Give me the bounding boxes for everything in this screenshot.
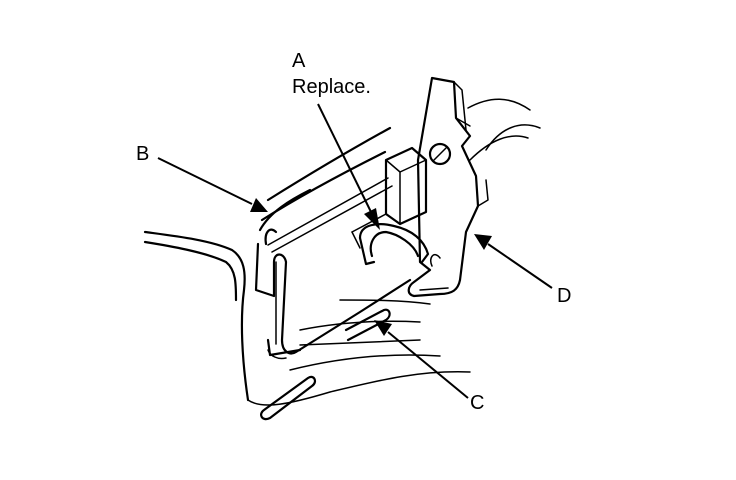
body-panel <box>143 230 471 406</box>
leader-a <box>317 103 380 230</box>
mount-block <box>351 146 428 249</box>
bracket-b <box>254 228 412 360</box>
callout-c: C <box>470 392 484 414</box>
callout-b: B <box>136 143 149 165</box>
background-panel <box>467 98 541 161</box>
callout-a-note: Replace. <box>292 76 371 98</box>
hood-panel <box>258 126 393 253</box>
leader-c <box>374 320 469 399</box>
callout-a-letter: A <box>292 50 306 72</box>
clip-a <box>358 223 430 266</box>
pin-c <box>260 308 391 421</box>
leader-d <box>474 234 553 289</box>
tool-d <box>407 76 489 298</box>
leader-b <box>157 157 268 212</box>
callout-d: D <box>557 285 571 307</box>
